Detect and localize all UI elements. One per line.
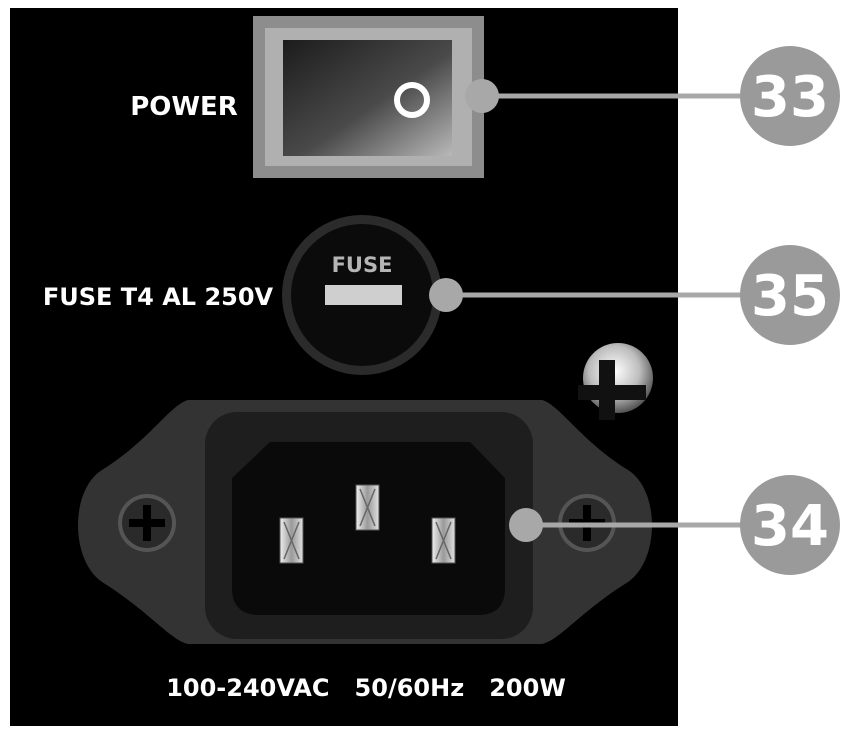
mains-inlet[interactable] — [78, 400, 652, 644]
phillips-screw-icon — [118, 494, 176, 552]
power-label: POWER — [130, 92, 238, 122]
callout-number: 33 — [751, 65, 829, 130]
callout-34: 34 — [509, 475, 840, 575]
callout-number: 35 — [751, 264, 829, 329]
ground-plus-icon — [578, 343, 653, 420]
fuse-rating-label: FUSE T4 AL 250V — [43, 283, 274, 311]
power-switch[interactable] — [253, 16, 484, 178]
power-off-circle-icon — [394, 82, 430, 118]
mains-spec-label: 100-240VAC 50/60Hz 200W — [166, 674, 566, 702]
fuse-cap-label: FUSE — [332, 253, 393, 277]
inlet-pin-neutral — [431, 517, 456, 564]
callout-35: 35 — [429, 245, 840, 345]
power-switch-rocker[interactable] — [283, 40, 452, 156]
callout-number: 34 — [751, 494, 829, 559]
fuse-holder[interactable] — [282, 215, 442, 375]
callout-33: 33 — [465, 46, 840, 146]
inlet-pin-earth — [355, 484, 380, 531]
fuse-slot-icon — [325, 285, 402, 305]
inlet-pin-live — [279, 517, 304, 564]
